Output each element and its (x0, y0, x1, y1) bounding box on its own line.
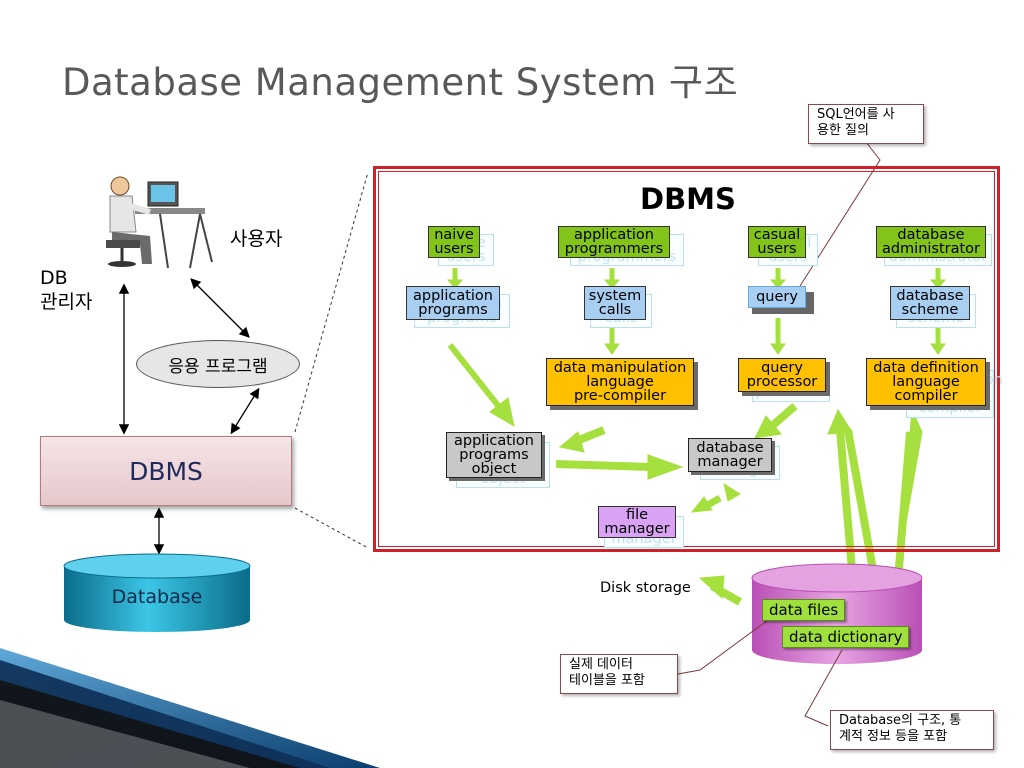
query-node: query (748, 286, 806, 308)
disk-storage-label: Disk storage (600, 580, 691, 596)
dbms-detail-title: DBMS (640, 182, 736, 216)
flow-arrows (446, 268, 947, 606)
dbms-node: DBMS (40, 436, 292, 506)
dbms-detail-frame-inner (378, 171, 995, 547)
ddl-compiler-node: data definition language compiler (866, 358, 986, 406)
user-label: 사용자 (230, 228, 283, 250)
application-programmers-node: application programmers (558, 226, 670, 258)
sql-query-callout: SQL언어를 사 용한 질의 (808, 104, 924, 144)
application-program-node: 응용 프로그램 (136, 340, 300, 388)
file-manager-node: file manager (598, 506, 676, 538)
data-files-label: data files (762, 599, 846, 621)
naive-users-node: naive users (428, 226, 480, 258)
page-title: Database Management System 구조 (62, 61, 739, 104)
database-cylinder (63, 553, 251, 632)
data-dictionary-callout: Database의 구조, 통 계적 정보 등을 포함 (830, 710, 994, 750)
corner-decoration (0, 648, 380, 768)
application-programs-object-node: application programs object (446, 432, 542, 478)
dml-precompiler-node: data manipulation language pre-compiler (546, 358, 694, 406)
dbms-detail-frame (373, 166, 1000, 552)
db-admin-label: DB 관리자 (40, 267, 93, 313)
database-scheme-node: database scheme (890, 286, 970, 320)
user-computer-illustration (106, 176, 213, 269)
data-files-callout: 실제 데이터 테이블을 포함 (560, 654, 678, 694)
application-programs-node: application programs (406, 286, 500, 320)
data-dictionary-label: data dictionary (782, 626, 910, 648)
system-calls-node: system calls (584, 286, 646, 320)
database-label: Database (111, 586, 203, 608)
casual-users-node: casual users (748, 226, 806, 258)
database-manager-node: database manager (688, 438, 772, 472)
query-processor-node: query processor (738, 358, 826, 392)
database-administrator-node: database administrator (876, 226, 986, 258)
